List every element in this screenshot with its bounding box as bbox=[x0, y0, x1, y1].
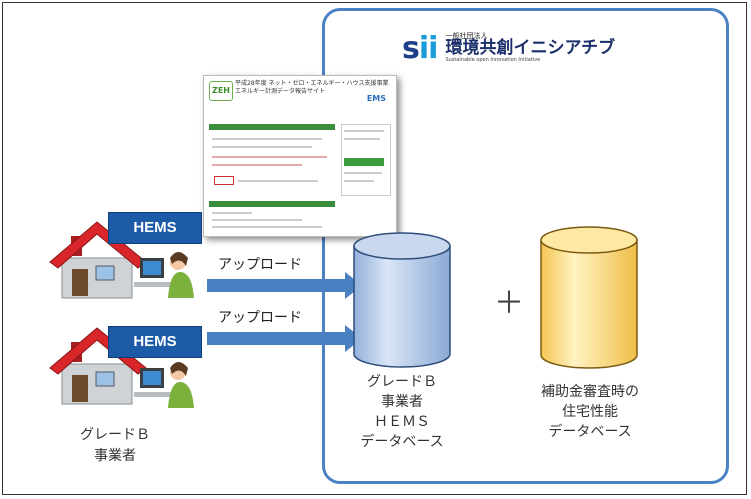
housing-performance-database-label: 補助金審査時の 住宅性能 データベース bbox=[520, 382, 660, 442]
house-icon-2 bbox=[49, 327, 147, 405]
site-title-line1: 平成28年度 ネット・ゼロ・エネルギー・ハウス支援事業 bbox=[235, 80, 389, 87]
site-sidebar bbox=[341, 124, 391, 196]
hems-database-label: グレードＢ 事業者 ＨＥＭＳ データベース bbox=[350, 372, 454, 452]
db2-label-line1: 補助金審査時の bbox=[541, 384, 639, 400]
sii-boundary bbox=[322, 8, 729, 484]
upload-label-2: アップロード bbox=[218, 310, 302, 326]
sii-logo: sii 一般社団法人 環境共創イニシアチブ Sustainable open I… bbox=[402, 28, 615, 68]
upload-label-1: アップロード bbox=[218, 257, 302, 273]
sii-name: 環境共創イニシアチブ bbox=[445, 38, 616, 59]
db1-label-line4: データベース bbox=[360, 434, 444, 450]
site-sidebar-button bbox=[344, 158, 384, 166]
db1-label-line2: 事業者 bbox=[381, 394, 423, 410]
site-section-bar-2 bbox=[209, 201, 335, 207]
sii-name-small: 一般社団法人 bbox=[445, 31, 488, 40]
hems-tag-2: HEMS bbox=[108, 326, 202, 358]
sii-logo-mark: sii bbox=[402, 30, 438, 66]
hems-database-cylinder bbox=[353, 232, 451, 368]
report-site-screenshot: ZEH 平成28年度 ネット・ゼロ・エネルギー・ハウス支援事業 エネルギー計測デ… bbox=[203, 75, 397, 237]
business-operator-label: グレードＢ 事業者 bbox=[60, 425, 170, 467]
db2-label-line2: 住宅性能 bbox=[562, 404, 618, 420]
db2-label-line3: データベース bbox=[548, 424, 632, 440]
db1-label-line3: ＨＥＭＳ bbox=[374, 414, 430, 430]
hems-tag-1: HEMS bbox=[108, 212, 202, 244]
site-title-line2: エネルギー計測データ報告サイト bbox=[235, 88, 326, 95]
left-label-line1: グレードＢ bbox=[80, 427, 150, 443]
person-computer-icon-1 bbox=[134, 252, 194, 298]
sii-name-en: Sustainable open Innovation Initiative bbox=[445, 56, 541, 63]
plus-sign: ＋ bbox=[494, 286, 524, 321]
site-section-bar bbox=[209, 124, 335, 130]
housing-performance-database-cylinder bbox=[540, 226, 638, 369]
site-logo-placeholder bbox=[214, 176, 234, 185]
db1-label-line1: グレードＢ bbox=[367, 374, 437, 390]
site-brand: EMS bbox=[366, 94, 386, 103]
upload-arrow-1 bbox=[207, 272, 362, 299]
zeh-badge: ZEH bbox=[209, 81, 233, 101]
person-computer-icon-2 bbox=[134, 362, 194, 408]
left-label-line2: 事業者 bbox=[94, 448, 136, 464]
upload-arrow-2 bbox=[207, 325, 362, 352]
house-icon-1 bbox=[49, 221, 147, 299]
